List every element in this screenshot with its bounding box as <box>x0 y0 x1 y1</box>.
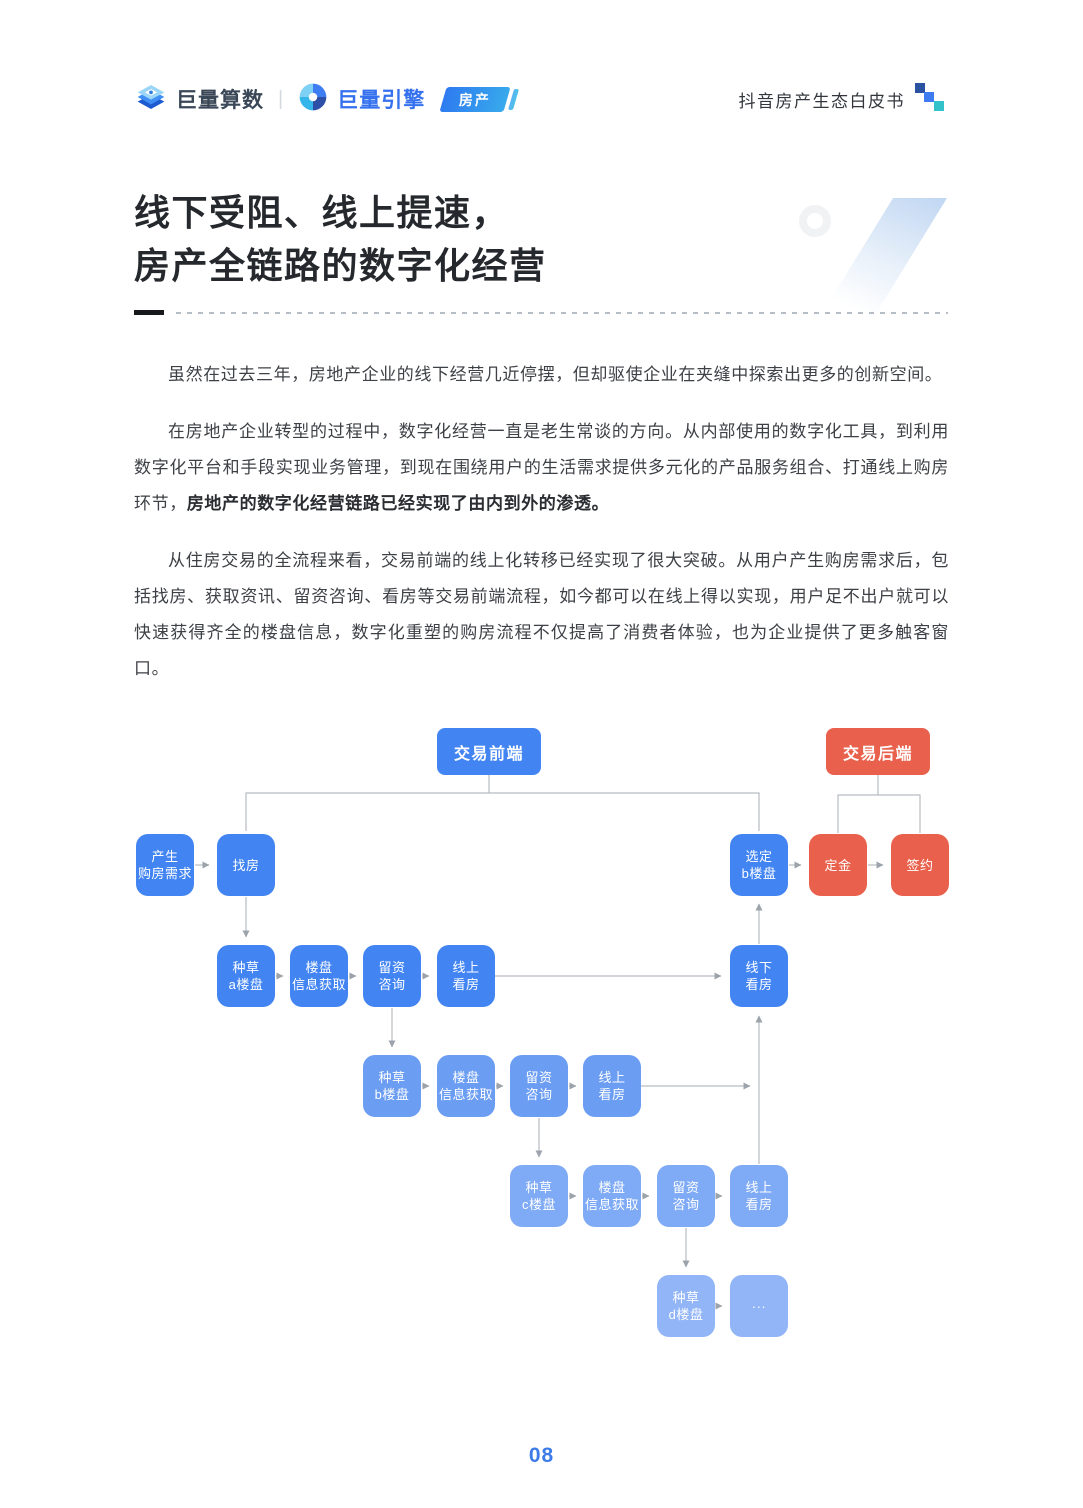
header-logos: 巨量算数 | 巨量引擎 房产 <box>134 81 511 118</box>
flow-node-select-b: 选定 b楼盘 <box>730 834 788 896</box>
flow-node-deposit: 定金 <box>809 834 867 896</box>
juliang-suanshu-label: 巨量算数 <box>176 89 264 112</box>
flow-node-online-c: 线上 看房 <box>730 1165 788 1227</box>
title-dashed-rule <box>176 312 948 314</box>
juliang-suanshu-icon <box>134 81 168 118</box>
flow-node-info-b: 楼盘 信息获取 <box>437 1055 495 1117</box>
decorative-ring <box>799 205 831 237</box>
page-title-line1: 线下受阻、线上提速， <box>134 192 510 233</box>
paragraph-2-bold: 房地产的数字化经营链路已经实现了由内到外的渗透。 <box>186 494 610 513</box>
flow-node-info-c: 楼盘 信息获取 <box>583 1165 641 1227</box>
flow-node-sign: 签约 <box>891 834 949 896</box>
paragraph-3: 从住房交易的全流程来看，交易前端的线上化转移已经实现了很大突破。从用户产生购房需… <box>134 551 949 678</box>
fangchan-badge: 房产 <box>439 86 511 112</box>
flow-header-back-end: 交易后端 <box>826 728 930 775</box>
header-right: 抖音房产生态白皮书 <box>739 83 950 115</box>
paragraph-1: 虽然在过去三年，房地产企业的线下经营几近停摆，但却驱使企业在夹缝中探索出更多的创… <box>168 365 943 384</box>
flow-node-need: 产生 购房需求 <box>136 834 194 896</box>
page-header: 巨量算数 | 巨量引擎 房产 抖音房产生态白 <box>134 78 949 120</box>
squares-decoration-icon <box>915 83 949 115</box>
flow-node-consult-b: 留资 咨询 <box>510 1055 568 1117</box>
page-title: 线下受阻、线上提速， 房产全链路的数字化经营 <box>134 186 547 292</box>
flow-node-seed-b: 种草 b楼盘 <box>363 1055 421 1117</box>
flow-node-consult-c: 留资 咨询 <box>657 1165 715 1227</box>
page-title-line2: 房产全链路的数字化经营 <box>134 245 547 286</box>
flow-node-seed-a: 种草 a楼盘 <box>217 945 275 1007</box>
page-number: 08 <box>528 1444 555 1467</box>
decorative-band <box>823 198 947 312</box>
juliang-yinqing-icon <box>297 81 329 118</box>
paragraph-2: 在房地产企业转型的过程中，数字化经营一直是老生常谈的方向。从内部使用的数字化工具… <box>134 414 949 522</box>
fangchan-badge-label: 房产 <box>459 91 492 107</box>
flow-node-find: 找房 <box>217 834 275 896</box>
juliang-yinqing-label: 巨量引擎 <box>337 89 426 112</box>
paragraph-2-normal: 在房地产企业转型的过程中，数字化经营一直是老生常谈的方向。从内部使用的数字化工具… <box>134 422 949 513</box>
flow-node-seed-c: 种草 c楼盘 <box>510 1165 568 1227</box>
flow-node-more: ··· <box>730 1275 788 1337</box>
juliang-suanshu-logo: 巨量算数 <box>134 81 264 118</box>
flow-header-front-end: 交易前端 <box>437 728 541 775</box>
juliang-yinqing-logo: 巨量引擎 <box>297 81 425 118</box>
flow-node-consult-a: 留资 咨询 <box>363 945 421 1007</box>
flow-node-offline-view: 线下 看房 <box>730 945 788 1007</box>
flow-node-online-b: 线上 看房 <box>583 1055 641 1117</box>
flow-node-seed-d: 种草 d楼盘 <box>657 1275 715 1337</box>
whitepaper-title: 抖音房产生态白皮书 <box>738 91 905 111</box>
title-tick <box>134 310 164 315</box>
logo-separator: | <box>278 87 284 110</box>
flow-node-online-a: 线上 看房 <box>437 945 495 1007</box>
flow-node-info-a: 楼盘 信息获取 <box>290 945 348 1007</box>
body-text: 虽然在过去三年，房地产企业的线下经营几近停摆，但却驱使企业在夹缝中探索出更多的创… <box>134 357 949 708</box>
